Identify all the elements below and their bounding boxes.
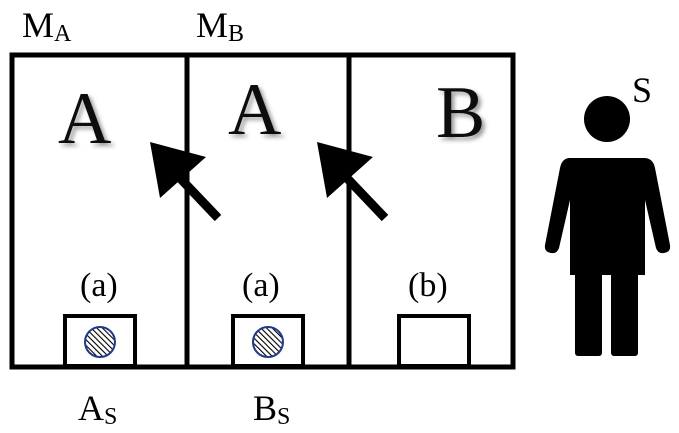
panel-tag: (b) [408,267,448,304]
machine-label-ma: MA [22,5,72,47]
panel-3: B (b) [397,72,485,368]
machine-label-mb: MB [196,5,244,47]
panel-letter: A [228,69,281,151]
hatched-circle-icon [84,326,116,358]
panel-letter: A [58,78,111,160]
person-icon [544,96,671,356]
arrow-up-left-icon [317,142,389,222]
panel-1: A (a) [58,78,222,368]
panel-2: A (a) [228,69,389,368]
token-box-empty [397,314,471,368]
arrow-up-left-icon [150,142,222,222]
panel-tag: (a) [80,267,118,304]
hatched-circle-icon [252,326,284,358]
panel-tag: (a) [242,267,280,304]
panel-letter: B [436,72,485,154]
subject-label: S [632,70,652,110]
sensor-label-bs: BS [253,388,290,430]
sensor-label-as: AS [78,388,117,430]
